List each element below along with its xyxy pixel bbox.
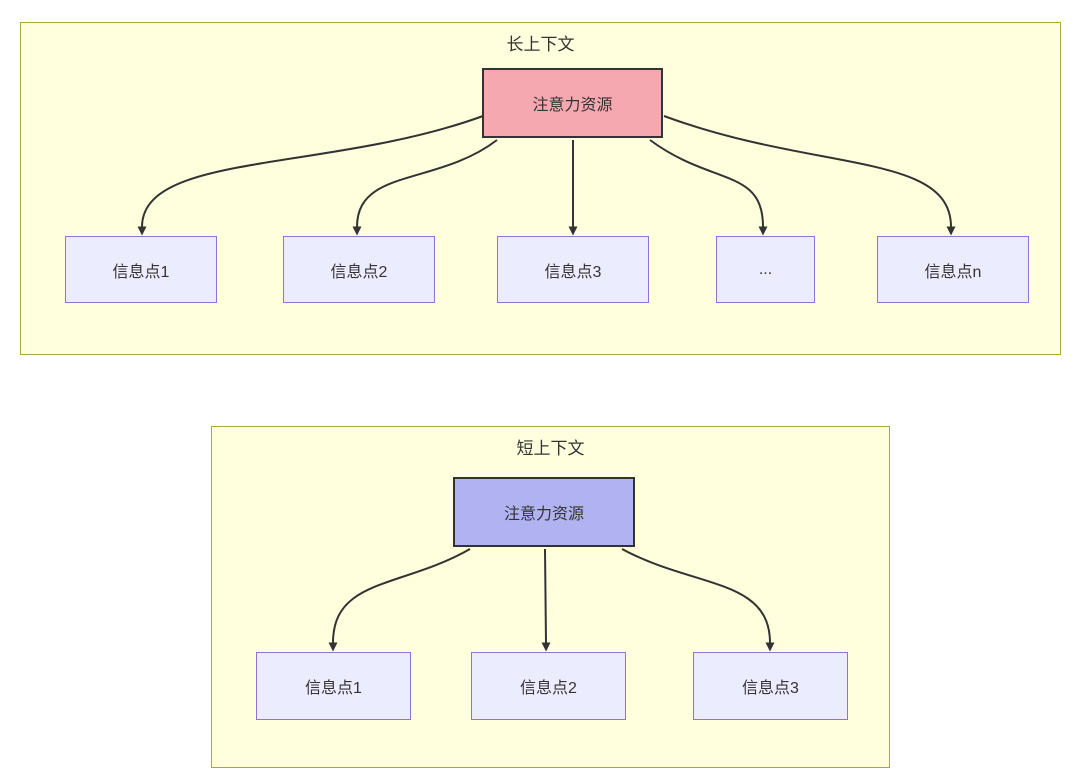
long-info-node-3: 信息点3 [497,236,649,303]
long-info-node-1: 信息点1 [65,236,217,303]
long-info-node-n: 信息点n [877,236,1029,303]
long-attention-node: 注意力资源 [482,68,663,138]
short-info-node-3: 信息点3 [693,652,848,720]
long-info-node-2: 信息点2 [283,236,435,303]
long-context-title: 长上下文 [506,35,575,54]
short-info-node-1: 信息点1 [256,652,411,720]
long-info-node-dots: ... [716,236,815,303]
short-attention-node: 注意力资源 [453,477,635,547]
short-info-node-2: 信息点2 [471,652,626,720]
short-context-title: 短上下文 [516,439,585,458]
